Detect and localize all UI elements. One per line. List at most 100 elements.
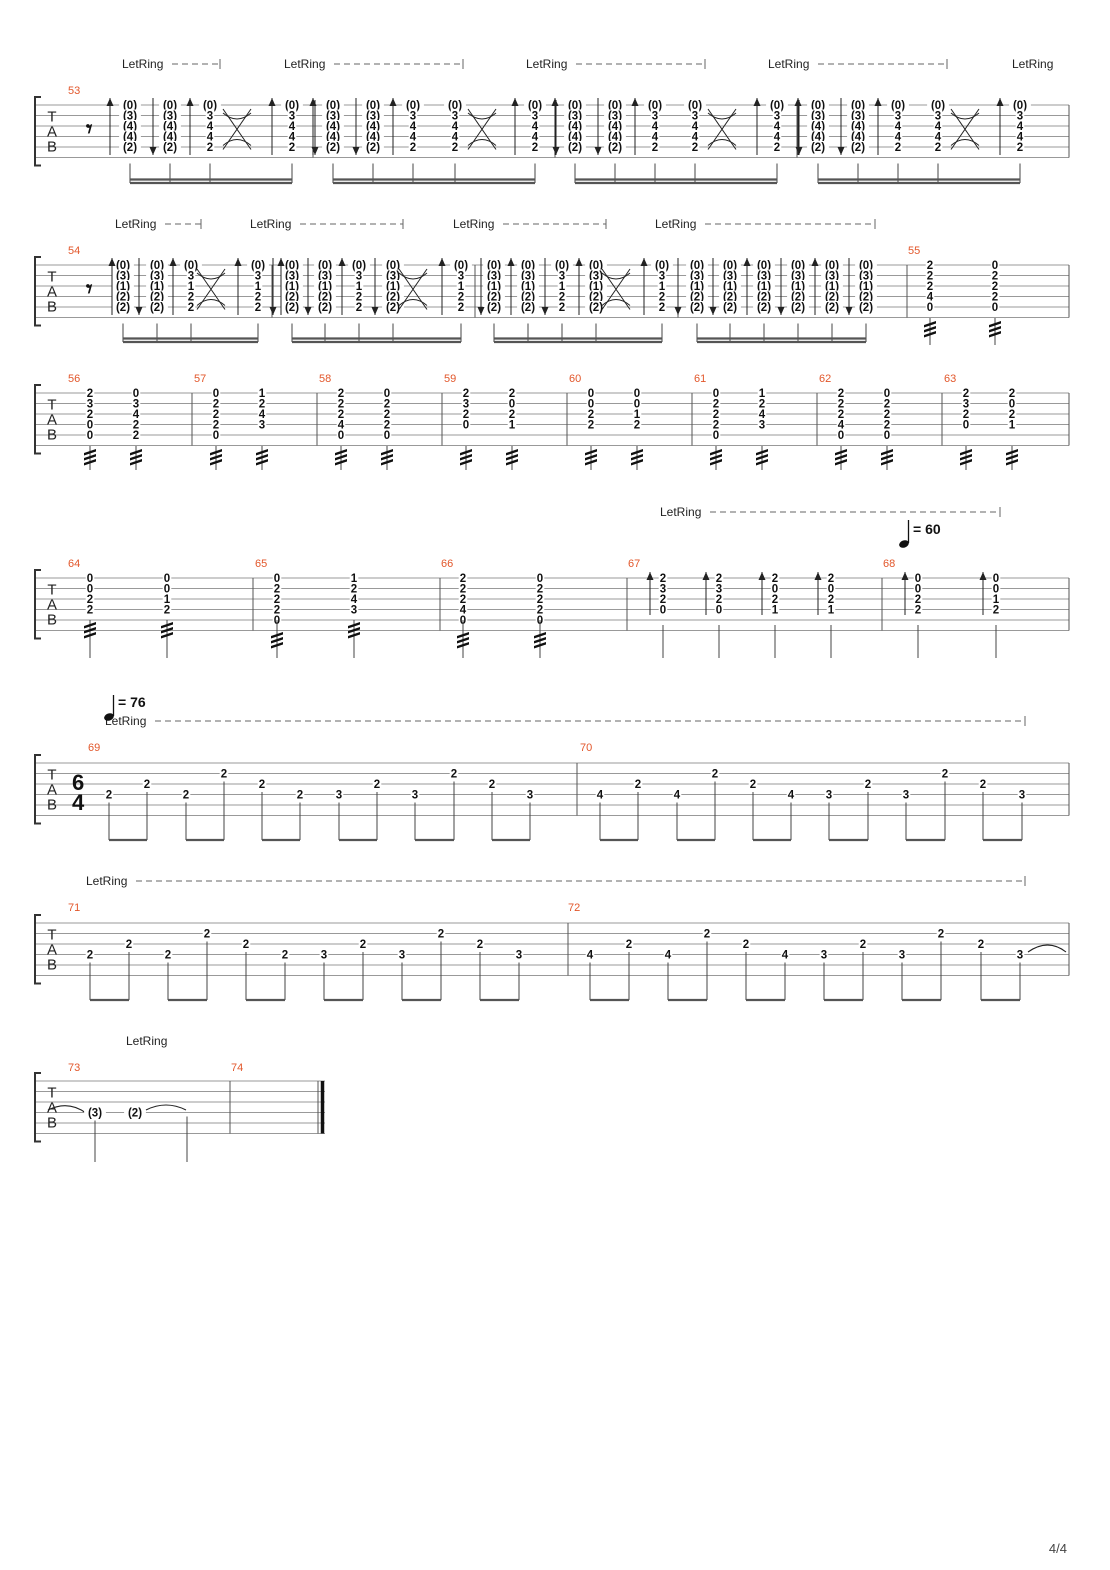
fret-bg <box>753 280 775 291</box>
tremolo-slash <box>84 632 96 639</box>
tremolo-slash <box>756 454 768 461</box>
fret-bg <box>402 99 424 110</box>
fret-bg <box>159 130 181 142</box>
tremolo-slash <box>534 642 546 649</box>
fret-number: 4 <box>410 121 417 133</box>
fret-bg <box>336 387 346 398</box>
fret-bg <box>530 109 540 121</box>
chord: (0)(3)(1)(2)(2) <box>753 259 775 314</box>
tab-clef-letter: B <box>47 611 57 628</box>
fret-number: 2 <box>1009 388 1015 400</box>
fret-number: 2 <box>935 142 941 154</box>
fret-bg <box>444 99 466 110</box>
fret-bg <box>211 408 221 419</box>
fret-number: 4 <box>532 121 539 133</box>
fret-bg <box>586 387 596 398</box>
tremolo-icon <box>84 622 96 639</box>
fret-bg <box>650 130 660 142</box>
tremolo-slash <box>130 454 142 461</box>
fret-number: (4) <box>851 121 865 133</box>
tremolo-icon <box>130 449 142 466</box>
fret-bg <box>124 938 134 949</box>
fret-bg <box>461 418 471 430</box>
up-arrow-icon <box>511 98 519 106</box>
system-bracket <box>34 384 41 455</box>
tremolo-slash <box>710 449 722 456</box>
fret-number: (2) <box>690 302 704 314</box>
fret-bg <box>382 280 404 291</box>
fret-bg <box>487 778 497 789</box>
fret-number: 2 <box>559 302 565 314</box>
fret-bg <box>354 290 364 302</box>
fret-bg <box>633 778 643 789</box>
fret-bg <box>650 109 660 121</box>
fret-bg <box>913 572 923 583</box>
fret-bg <box>855 259 877 270</box>
fret-bg <box>847 99 869 110</box>
fret-bg <box>604 99 626 110</box>
fret-bg <box>847 141 869 152</box>
down-arrow-icon <box>845 307 853 315</box>
rake-marker-icon <box>950 108 980 150</box>
tab-clef-letter: B <box>47 426 57 443</box>
fret-number: (0) <box>454 260 468 272</box>
fret-bg <box>564 141 586 152</box>
fret-bg <box>925 269 935 281</box>
fret-bg <box>632 387 642 398</box>
fret-number: (3) <box>116 271 130 283</box>
fret-number: 2 <box>87 594 93 606</box>
fret-number: 1 <box>659 281 666 293</box>
fret-number: (2) <box>116 302 130 314</box>
fret-number: (2) <box>116 292 130 304</box>
fret-bg <box>382 397 392 409</box>
fret-number: 2 <box>213 409 219 421</box>
fret-bg <box>253 269 263 281</box>
down-arrow-icon <box>304 307 312 315</box>
fret-number: 0 <box>716 605 722 617</box>
tremolo-slash <box>631 449 643 456</box>
fret-number: 2 <box>532 142 538 154</box>
fret-bg <box>719 269 741 281</box>
fret-number: 2 <box>452 142 458 154</box>
chord: (0)(3)(1)(2)(2) <box>855 259 877 314</box>
tremolo-slash <box>960 449 972 456</box>
rake-marker-icon <box>222 108 252 150</box>
tremolo-slash <box>335 449 347 456</box>
fret-bg <box>1015 141 1025 152</box>
fret-bg <box>882 418 892 430</box>
fret-bg <box>690 141 700 152</box>
fret-number: (1) <box>825 281 839 293</box>
fret-number: 0 <box>463 420 469 432</box>
fret-bg <box>272 603 282 615</box>
fret-number: 4 <box>759 409 766 421</box>
fret-bg <box>604 109 626 121</box>
fret-bg <box>978 778 988 789</box>
chord: (0)(3)(1)(2)(2) <box>146 259 168 314</box>
fret-bg <box>211 418 221 430</box>
fret-number: 2 <box>716 573 722 585</box>
fret-bg <box>1007 397 1017 409</box>
tremolo-slash <box>924 321 936 328</box>
tremolo-slash <box>989 331 1001 338</box>
fret-bg <box>507 387 517 398</box>
fret-bg <box>281 269 303 281</box>
tab-staff-6: TAB <box>34 914 1070 985</box>
fret-number: 2 <box>963 388 969 400</box>
fret-bg <box>711 408 721 419</box>
fret-number: 4 <box>895 132 902 144</box>
up-arrow-icon <box>811 258 819 266</box>
fret-number: (2) <box>326 142 340 154</box>
fret-number: (2) <box>386 292 400 304</box>
fret-number: 2 <box>460 584 466 596</box>
up-arrow-icon <box>438 258 446 266</box>
fret-number: (2) <box>811 142 825 154</box>
rake-curve <box>222 108 252 150</box>
fret-number: 2 <box>204 929 210 941</box>
